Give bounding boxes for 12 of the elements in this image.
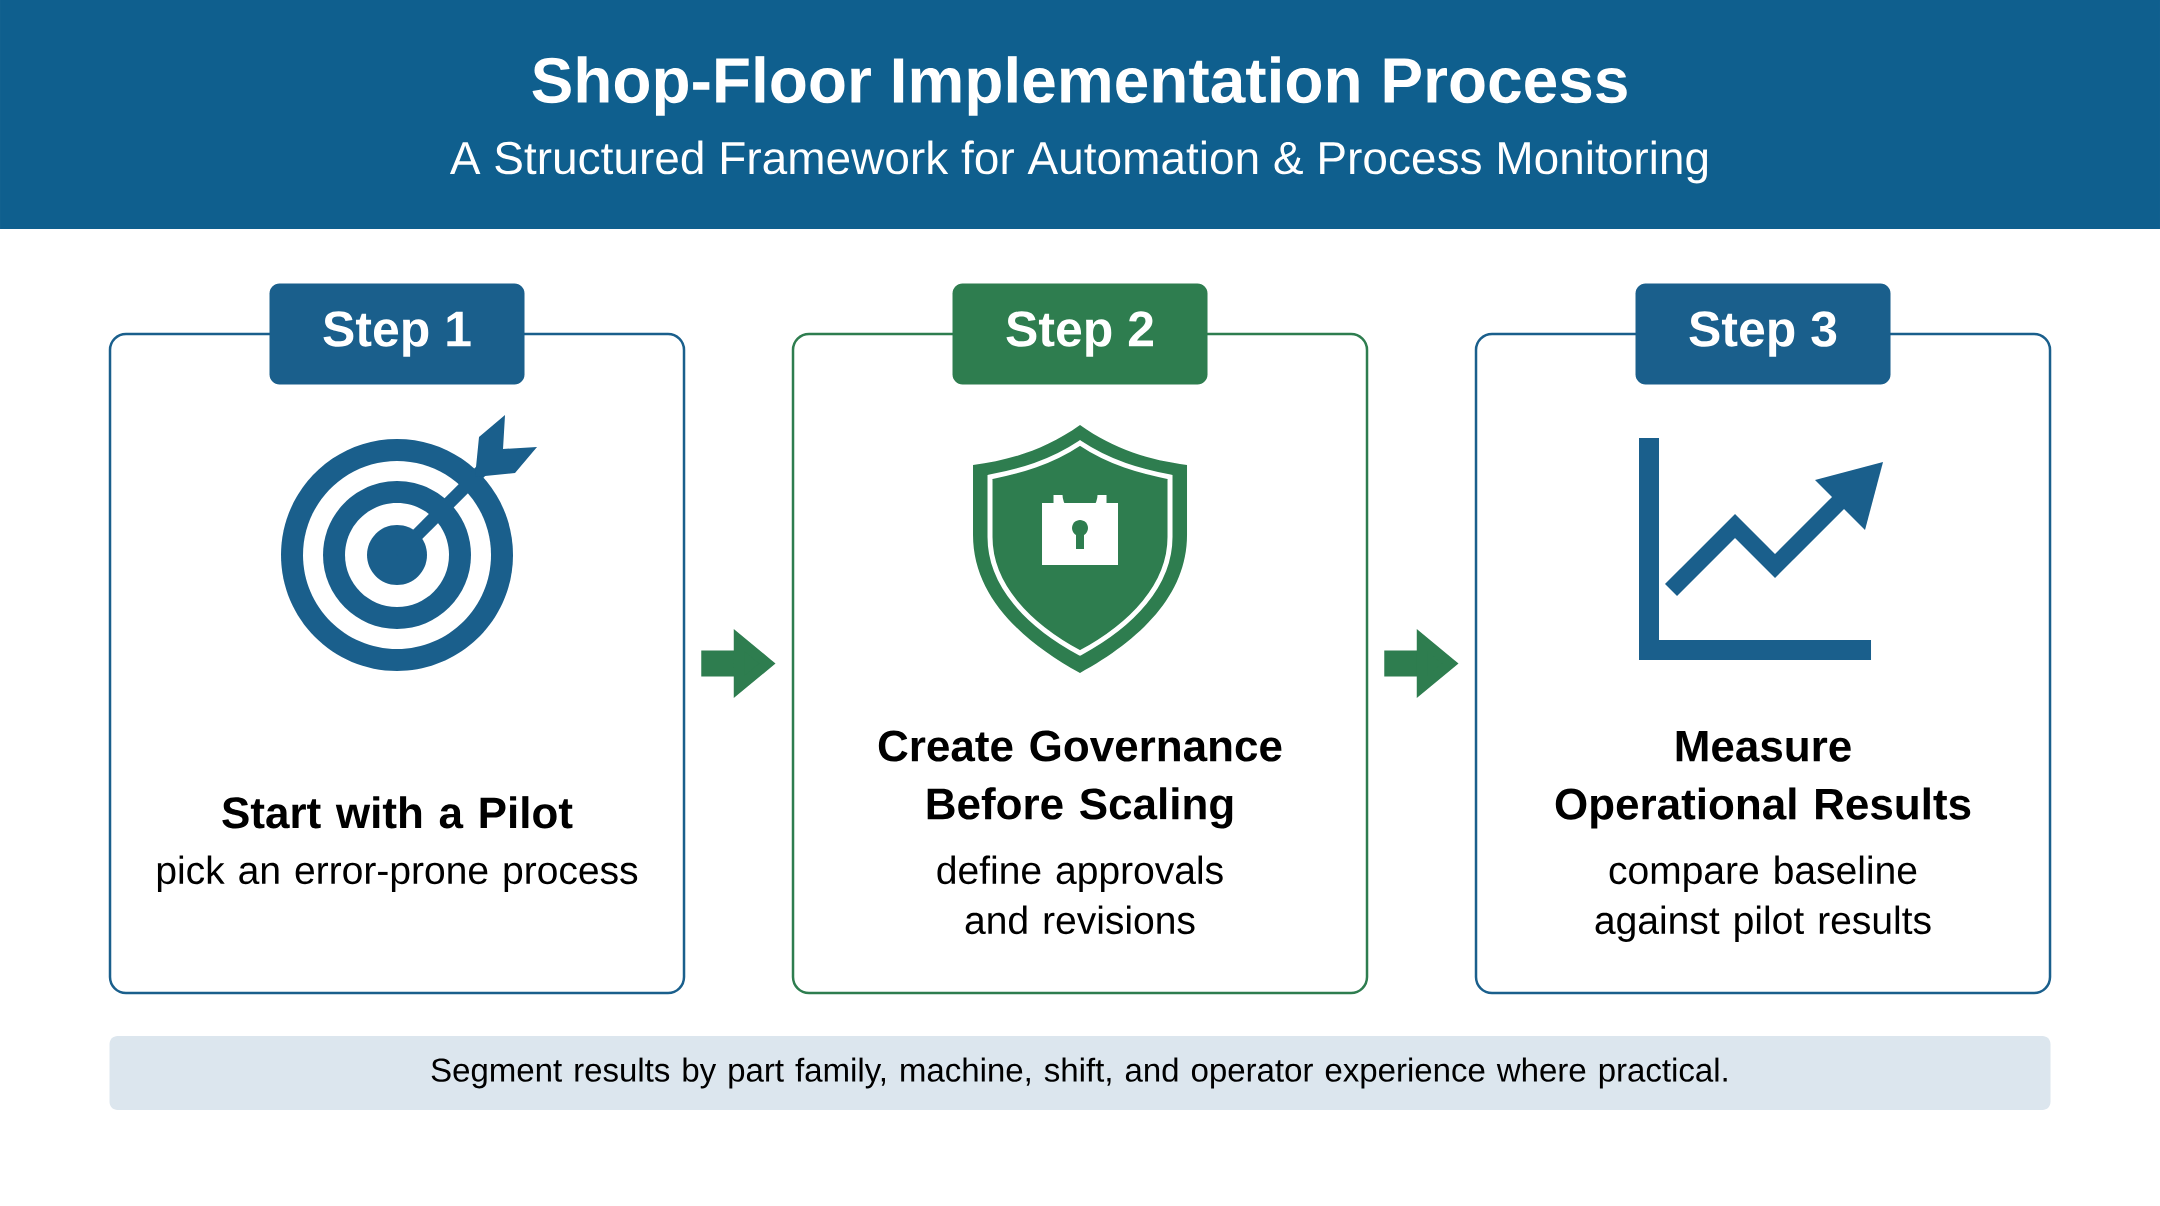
step-description: compare baseline against pilot results [1595, 855, 1931, 942]
step-heading: Create Governance Before Scaling [878, 730, 1282, 829]
step-heading: Start with a Pilot [222, 796, 573, 829]
step-description: define approvals and revisions [937, 855, 1223, 935]
step-badge: Step 2 [952, 283, 1208, 385]
step-description: pick an error-prone process [157, 855, 638, 892]
note-band: Segment results by part family, machine, shift, and operator experience where practical. [109, 1036, 2051, 1110]
title: Shop-Floor Implementation Process [532, 56, 1627, 116]
step-badge: Step 1 [269, 283, 525, 385]
step-badge: Step 3 [1635, 283, 1891, 385]
subtitle: A Structured Framework for Automation & Process Monitoring [449, 140, 1708, 184]
step-heading: Measure Operational Results [1555, 731, 1971, 829]
